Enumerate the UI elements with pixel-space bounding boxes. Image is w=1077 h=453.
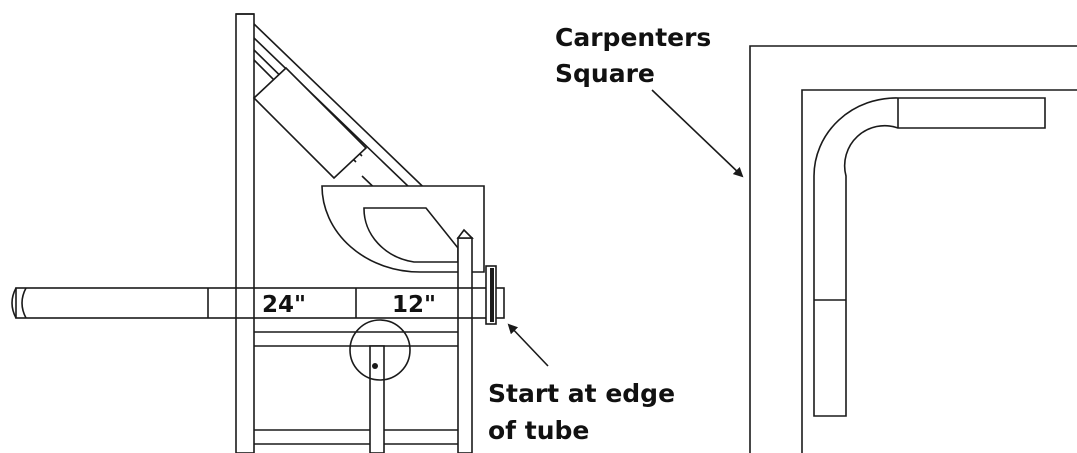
square-arrow	[651, 89, 744, 178]
quadrant-plate	[321, 185, 485, 273]
bent-tube	[813, 97, 1046, 417]
mark-24-label: 24"	[262, 292, 306, 318]
left-assembly	[11, 13, 505, 453]
tube-end-clamp	[485, 265, 497, 325]
start-arrow	[507, 323, 549, 367]
horizontal-tube	[11, 287, 505, 319]
square-outer-edge	[749, 45, 1077, 453]
start-label-line2: of tube	[488, 416, 589, 445]
lower-frame	[254, 331, 458, 453]
frame-post-left	[235, 13, 255, 453]
square-detail	[749, 45, 1077, 453]
start-label-line1: Start at edge	[488, 379, 675, 408]
square-label-line1: Carpenters	[555, 23, 711, 52]
pivot-circle	[349, 319, 411, 381]
square-label-line2: Square	[555, 59, 655, 88]
square-inner-edge	[801, 89, 1077, 453]
hydraulic-cylinder	[252, 66, 368, 180]
mark-12-label: 12"	[392, 292, 436, 318]
vertical-tube	[456, 228, 474, 453]
